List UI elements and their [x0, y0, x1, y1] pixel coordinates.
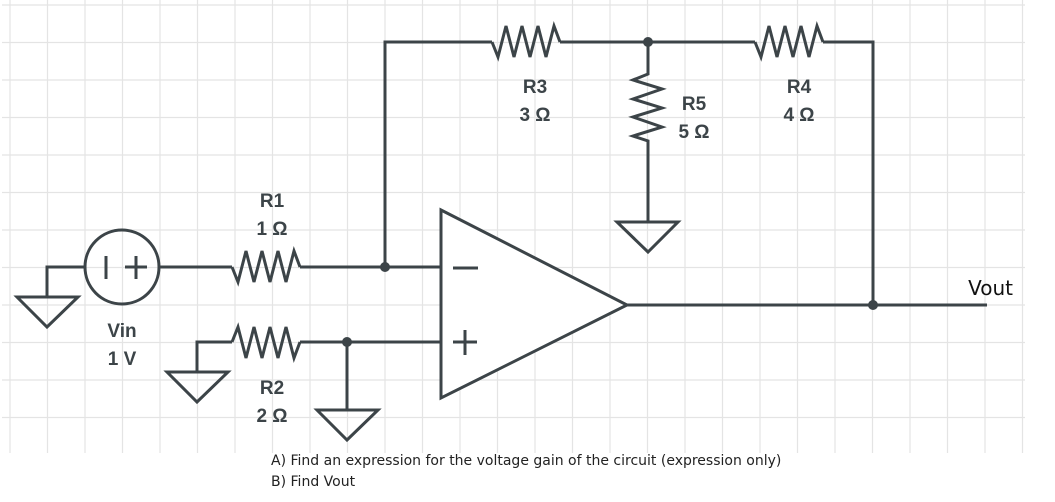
junction-node-r3-r5	[643, 37, 653, 47]
junction-node-output	[868, 300, 878, 310]
r3-name-label: R3	[523, 77, 547, 98]
wire-feedback-right	[823, 40, 875, 305]
r2-value-label: 2 Ω	[256, 406, 287, 427]
junction-node-noninverting	[342, 337, 352, 347]
r3-value-label: 3 Ω	[519, 105, 550, 126]
junction-node-inverting	[380, 262, 390, 272]
ground-symbol-noninverting	[313, 342, 382, 443]
source-value-label: 1 V	[108, 349, 137, 370]
r1-name-label: R1	[260, 191, 285, 212]
r5-name-label: R5	[682, 94, 707, 115]
op-amp	[439, 207, 631, 401]
resistor-r5: R5 5 Ω	[628, 42, 710, 203]
resistor-r2: R2 2 Ω	[230, 322, 302, 427]
r4-name-label: R4	[787, 77, 812, 98]
source-name-label: Vin	[107, 321, 136, 342]
question-b: B) Find Vout	[271, 474, 356, 490]
r1-value-label: 1 Ω	[256, 219, 287, 240]
r2-name-label: R2	[260, 378, 284, 399]
resistor-r1: R1 1 Ω	[230, 191, 302, 287]
wire-feedback-left	[383, 40, 492, 267]
question-a: A) Find an expression for the voltage ga…	[271, 453, 782, 469]
ground-symbol-source	[13, 265, 85, 330]
resistor-r4: R4 4 Ω	[753, 21, 825, 126]
vout-label: Vout	[968, 276, 1013, 300]
voltage-source-vin: Vin 1 V	[83, 228, 161, 370]
r5-value-label: 5 Ω	[678, 122, 709, 143]
ground-symbol-r2	[163, 340, 232, 405]
resistor-r3: R3 3 Ω	[490, 21, 562, 126]
r4-value-label: 4 Ω	[783, 105, 814, 126]
